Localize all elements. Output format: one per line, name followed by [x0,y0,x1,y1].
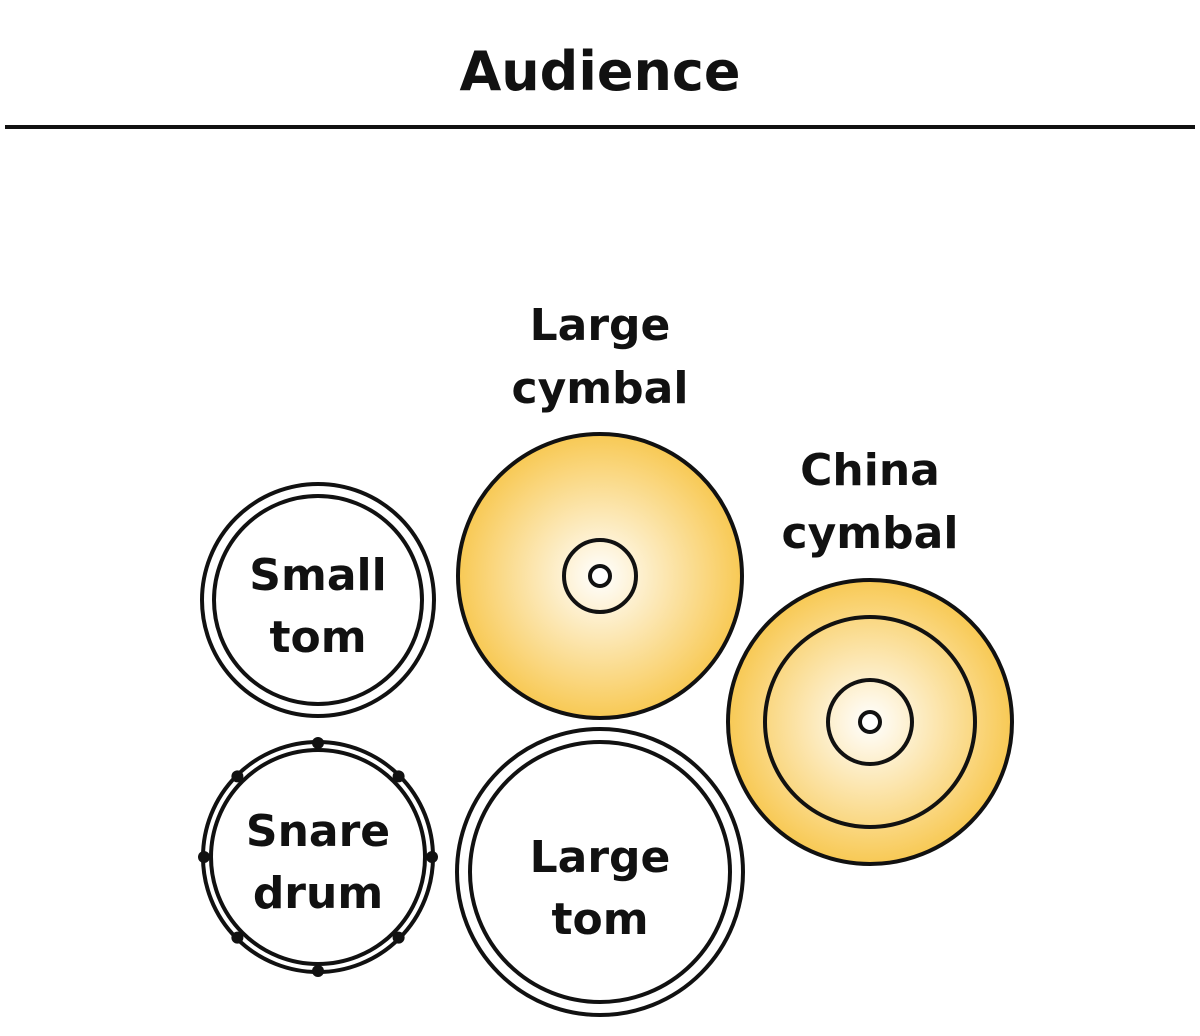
large-cymbal: Large cymbal [456,300,744,720]
china-cymbal: China cymbal [726,445,1014,866]
china-cymbal-bell [826,678,914,766]
large-tom-outer-rim [455,727,745,1017]
snare-drum-lug [392,770,405,783]
small-tom-label-line2: tom [269,612,366,663]
snare-drum-label-line2: drum [253,868,383,919]
small-tom-inner-rim [212,494,424,706]
large-cymbal-label-line2: cymbal [512,363,689,414]
snare-drum-inner-rim [209,748,427,966]
large-tom-label-line2: tom [551,894,648,945]
china-cymbal-center-hole [858,710,882,734]
audience-title: Audience [459,40,740,103]
snare-drum-label-line1: Snare [246,806,390,857]
large-tom-inner-rim [468,740,732,1004]
large-cymbal-center-hole [588,564,612,588]
small-tom-outer-rim [200,482,436,718]
snare-drum: Snare drum [198,737,438,977]
snare-drum-lug [231,931,244,944]
china-cymbal-label-line2: cymbal [782,508,959,559]
large-cymbal-label-line1: Large [530,300,671,351]
snare-drum-lug [312,737,324,749]
snare-drum-lugs [198,737,438,977]
snare-drum-lug [426,851,438,863]
small-tom-label-line1: Small [249,550,386,601]
snare-drum-lug [198,851,210,863]
snare-drum-lug [392,931,405,944]
snare-drum-lug [231,770,244,783]
china-cymbal-label-line1: China [800,445,940,496]
large-tom-label-line1: Large [530,832,671,883]
china-cymbal-ring [763,615,977,829]
small-tom: Small tom [200,482,436,718]
snare-drum-lug [312,965,324,977]
large-tom: Large tom [455,727,745,1017]
large-cymbal-bell [562,538,638,614]
